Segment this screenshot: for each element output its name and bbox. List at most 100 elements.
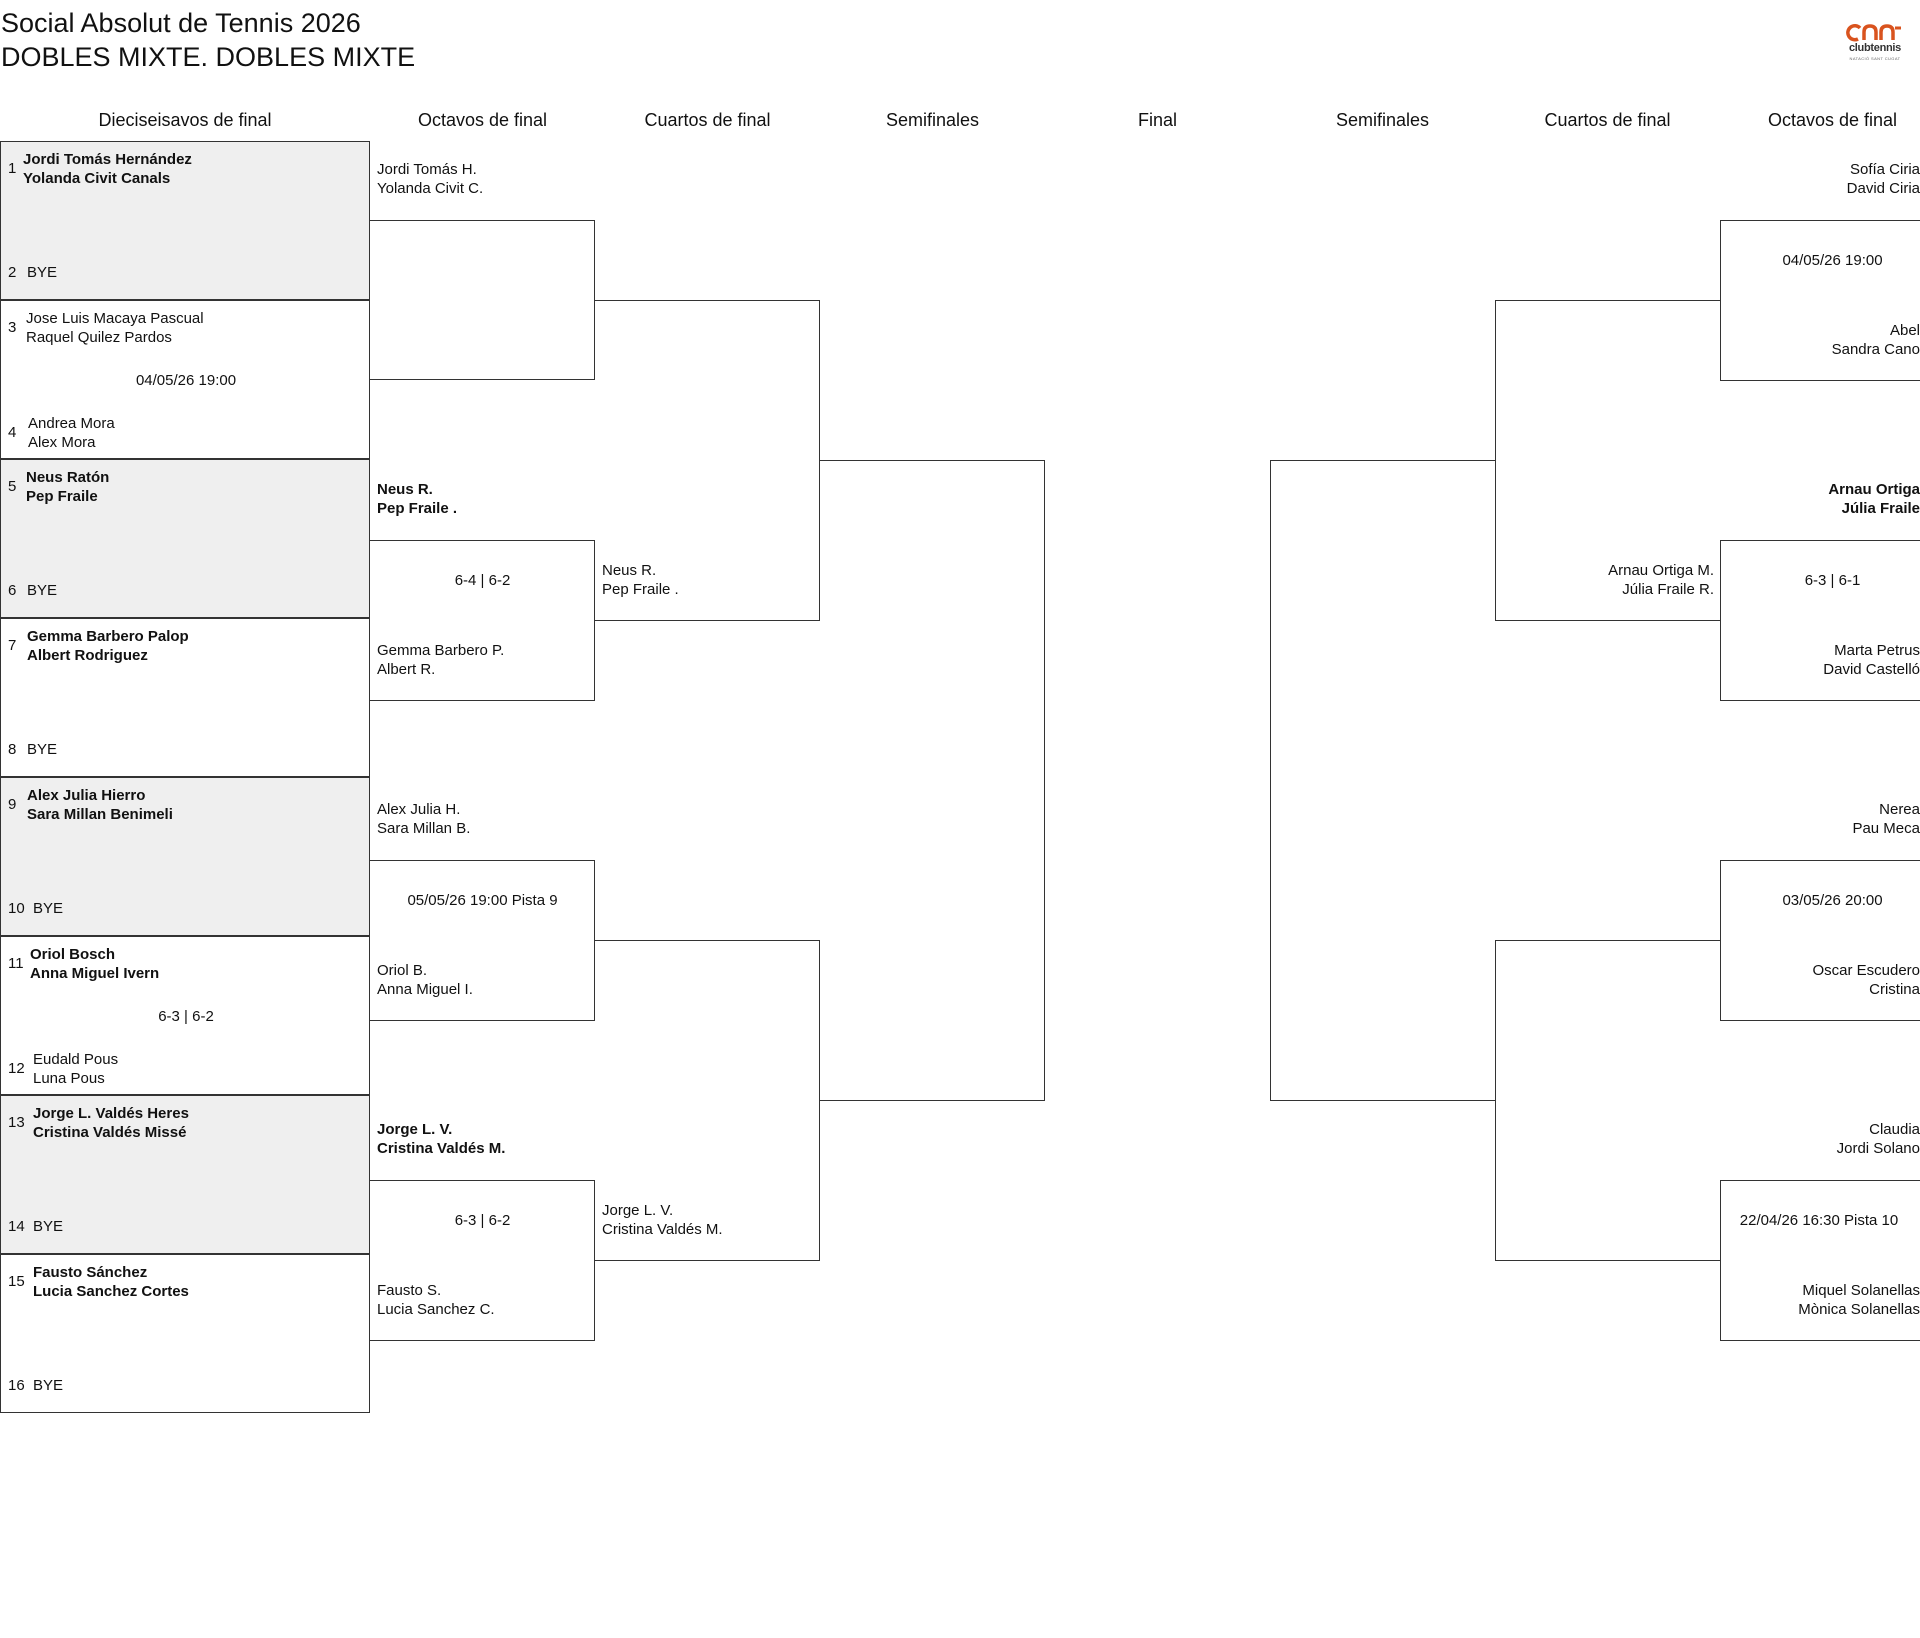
seed-number: 15	[8, 1273, 25, 1290]
player-name: Jordi Tomás Hernández	[23, 151, 192, 168]
r8-right-player: David Castelló	[1823, 661, 1920, 678]
seed-number: 9	[8, 796, 17, 813]
r8-bracket-right-4	[1720, 1180, 1920, 1341]
r8-player: Fausto S.	[377, 1282, 442, 1299]
seed-number: 10	[8, 900, 25, 917]
bye-label: BYE	[33, 1218, 64, 1235]
qf-player: Pep Fraile .	[602, 581, 679, 598]
r8-bracket-right-3	[1720, 860, 1920, 1021]
r8-right-player: Oscar Escudero	[1812, 962, 1920, 979]
r16-match-6: 11 Oriol Bosch Anna Miguel Ivern 6-3 | 6…	[0, 936, 370, 1095]
r16-match-7: 13 Jorge L. Valdés Heres Cristina Valdés…	[0, 1095, 370, 1254]
logo-subtext: NATACIÓ SANT CUGAT	[1849, 56, 1901, 61]
r8-player: Jorge L. V.	[377, 1121, 453, 1138]
qf-bracket-right-1	[1495, 300, 1721, 621]
player-name: Sara Millan Benimeli	[27, 806, 173, 823]
seed-number: 2	[8, 264, 17, 281]
r8-right-player: Claudia	[1869, 1121, 1920, 1138]
r16-match-8: 15 Fausto Sánchez Lucia Sanchez Cortes 1…	[0, 1254, 370, 1413]
player-name: Eudald Pous	[33, 1051, 119, 1068]
r16-match-4: 7 Gemma Barbero Palop Albert Rodriguez 8…	[0, 618, 370, 777]
player-name: Lucia Sanchez Cortes	[33, 1283, 189, 1300]
qf-bracket-right-2	[1495, 940, 1721, 1261]
player-name: Jorge L. Valdés Heres	[33, 1105, 189, 1122]
r8-right-player: Mònica Solanellas	[1798, 1301, 1920, 1318]
r8-player: Pep Fraile .	[377, 500, 458, 517]
round-header-sf-right: Semifinales	[1335, 110, 1430, 130]
r8-right-player: Jordi Solano	[1836, 1140, 1920, 1157]
player-name: Yolanda Civit Canals	[23, 170, 171, 187]
qf-player: Cristina Valdés M.	[602, 1221, 723, 1238]
r16-match-3: 5 Neus Ratón Pep Fraile 6 BYE	[0, 459, 370, 618]
player-name: Oriol Bosch	[30, 946, 116, 963]
sf-bracket-left	[820, 460, 1045, 1101]
match-score: 6-3 | 6-2	[158, 1008, 214, 1025]
seed-number: 16	[8, 1377, 25, 1394]
round-header-qf-right: Cuartos de final	[1544, 110, 1671, 130]
r8-player: Oriol B.	[377, 962, 428, 979]
r8-player: Jordi Tomás H.	[377, 161, 477, 178]
seed-number: 14	[8, 1218, 25, 1235]
r8-player: Cristina Valdés M.	[377, 1140, 506, 1157]
r8-player: Yolanda Civit C.	[377, 180, 484, 197]
player-name: Alex Julia Hierro	[27, 787, 146, 804]
r16-match-5: 9 Alex Julia Hierro Sara Millan Benimeli…	[0, 777, 370, 936]
player-name: Gemma Barbero Palop	[27, 628, 189, 645]
club-logo-icon	[1846, 24, 1901, 42]
r8-player: Lucia Sanchez C.	[377, 1301, 495, 1318]
r8-right-schedule: 03/05/26 20:00	[1782, 892, 1883, 909]
seed-number: 12	[8, 1060, 25, 1077]
club-logo: clubtennis NATACIÓ SANT CUGAT	[1846, 22, 1904, 62]
qf-right-player: Arnau Ortiga M.	[1608, 562, 1714, 579]
r8-right-player: Arnau Ortiga	[1828, 481, 1920, 498]
seed-number: 7	[8, 637, 17, 654]
r8-bracket-4	[370, 1180, 595, 1341]
r8-schedule: 05/05/26 19:00 Pista 9	[407, 892, 558, 909]
bye-label: BYE	[27, 582, 58, 599]
logo-text: clubtennis	[1848, 42, 1901, 54]
bye-label: BYE	[27, 264, 58, 281]
bye-label: BYE	[33, 900, 64, 917]
r8-right-player: Pau Meca	[1852, 820, 1920, 837]
r8-right-schedule: 04/05/26 19:00	[1782, 252, 1883, 269]
r8-bracket-right-2	[1720, 540, 1920, 701]
round-header-r16: Dieciseisavos de final	[98, 110, 272, 130]
player-name: Luna Pous	[33, 1070, 105, 1087]
seed-number: 6	[8, 582, 17, 599]
qf-player: Neus R.	[602, 562, 657, 579]
r8-right-player: Sofía Ciria	[1849, 161, 1920, 178]
r8-right-score: 6-3 | 6-1	[1804, 572, 1861, 589]
r8-player: Neus R.	[377, 481, 433, 498]
player-name: Andrea Mora	[28, 415, 115, 432]
player-name: Anna Miguel Ivern	[30, 965, 160, 982]
seed-number: 3	[8, 319, 17, 336]
round-header-sf: Semifinales	[885, 110, 980, 130]
qf-player: Jorge L. V.	[602, 1202, 674, 1219]
r8-player: Alex Julia H.	[377, 801, 461, 818]
player-name: Neus Ratón	[26, 469, 110, 486]
player-name: Cristina Valdés Missé	[33, 1124, 187, 1141]
bye-label: BYE	[33, 1377, 64, 1394]
r8-right-player: Miquel Solanellas	[1802, 1282, 1920, 1299]
r8-score: 6-3 | 6-2	[454, 1212, 511, 1229]
qf-bracket-2	[595, 940, 820, 1261]
r16-match-1: 1 Jordi Tomás Hernández Yolanda Civit Ca…	[0, 141, 370, 300]
match-info: 04/05/26 19:00	[135, 372, 237, 389]
tournament-title: Social Absolut de Tennis 2026	[1, 8, 361, 38]
r8-player: Gemma Barbero P.	[377, 642, 505, 659]
round-header-r8-right: Octavos de final	[1767, 110, 1898, 130]
round-header-final: Final	[1137, 110, 1177, 130]
seed-number: 8	[8, 741, 17, 758]
category-title: DOBLES MIXTE. DOBLES MIXTE	[1, 42, 416, 72]
sf-bracket-right	[1270, 460, 1496, 1101]
r8-right-player: Júlia Fraile	[1841, 500, 1920, 517]
r8-right-player: Sandra Cano	[1831, 341, 1920, 358]
round-header-r8: Octavos de final	[417, 110, 548, 130]
r8-right-player: David Ciria	[1846, 180, 1920, 197]
r8-bracket-2	[370, 540, 595, 701]
r8-right-player: Nerea	[1879, 801, 1920, 818]
r16-match-2: 3 Jose Luis Macaya Pascual Raquel Quilez…	[0, 300, 370, 459]
r8-right-player: Cristina	[1869, 981, 1920, 998]
seed-number: 13	[8, 1114, 25, 1131]
r8-player: Sara Millan B.	[377, 820, 471, 837]
